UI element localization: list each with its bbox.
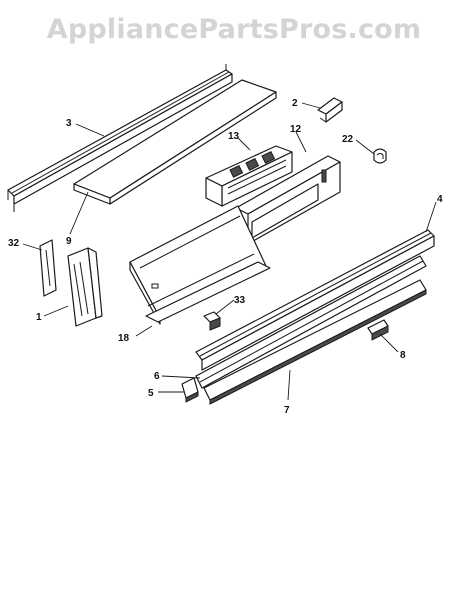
- part-32-side-bracket: [39, 239, 57, 297]
- callout-18: 18: [118, 333, 130, 344]
- part-9-channel: [73, 79, 277, 205]
- part-4-front-trim: [195, 229, 435, 371]
- callout-13: 13: [228, 131, 240, 142]
- part-7-base-channel: [195, 255, 427, 405]
- leader-lines: [22, 102, 437, 401]
- part-3-top-rail: [7, 64, 233, 212]
- callout-33: 33: [234, 295, 246, 306]
- part-18-main-panel: [129, 205, 271, 325]
- callout-6: 6: [154, 371, 160, 382]
- callout-1: 1: [36, 312, 42, 323]
- part-8-clip: [367, 319, 389, 341]
- callout-2: 2: [292, 98, 298, 109]
- callout-12: 12: [290, 124, 302, 135]
- callout-8: 8: [400, 350, 406, 361]
- part-2-bracket: [317, 97, 343, 123]
- callout-5: 5: [148, 388, 154, 399]
- part-13-control-board: [205, 145, 293, 207]
- callout-32: 32: [8, 238, 20, 249]
- callout-9: 9: [66, 236, 72, 247]
- part-22-clip: [373, 148, 387, 164]
- callout-7: 7: [284, 405, 290, 416]
- part-1-end-cap: [67, 247, 103, 327]
- part-33-switch: [203, 311, 221, 331]
- part-12-console-panel: [235, 155, 341, 245]
- callout-3: 3: [66, 118, 72, 129]
- callout-22: 22: [342, 134, 354, 145]
- watermark: AppliancePartsPros.com: [46, 14, 422, 45]
- part-5-end-clip: [181, 377, 199, 403]
- callout-4: 4: [437, 194, 443, 205]
